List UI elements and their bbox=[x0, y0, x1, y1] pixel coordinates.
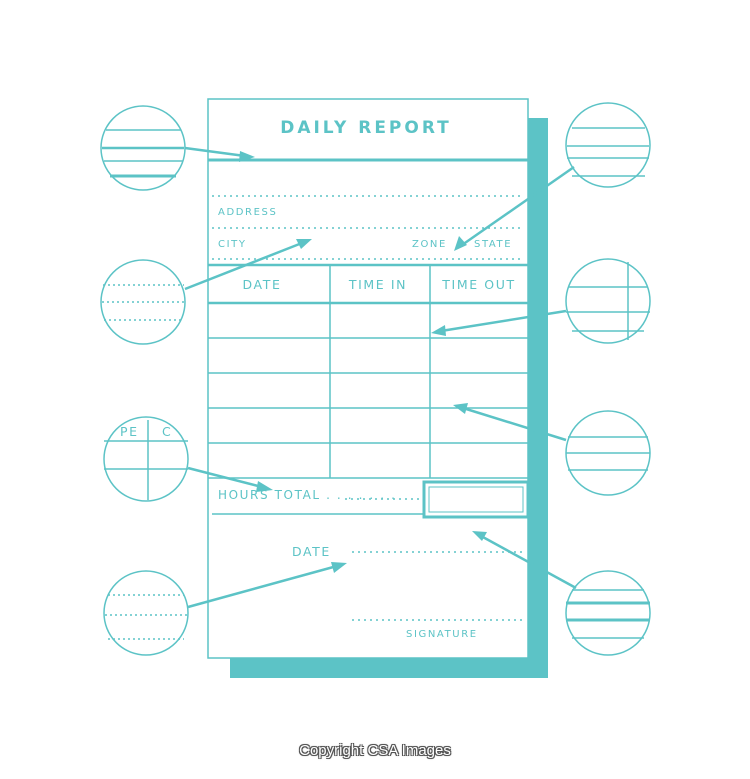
column-header-time-in: TIME IN bbox=[348, 277, 407, 292]
callout-fragment-text-2: C bbox=[162, 424, 172, 439]
address-label: ADDRESS bbox=[218, 207, 277, 218]
copyright-watermark: Copyright CSA Images bbox=[299, 742, 451, 759]
report-title: DAILY REPORT bbox=[280, 118, 452, 138]
callout-fragment-text-1: PE bbox=[120, 424, 139, 439]
callout-circle-table-corner bbox=[565, 258, 651, 344]
callout-circle-double-rule bbox=[565, 570, 651, 656]
pointer-arrows bbox=[184, 146, 577, 609]
callout-circle-column-fragment bbox=[103, 416, 189, 502]
city-label: CITY bbox=[218, 239, 247, 250]
report-card bbox=[207, 98, 529, 659]
dotted-rules bbox=[212, 195, 526, 621]
callout-circle-table-rows bbox=[565, 410, 651, 496]
signature-label: SIGNATURE bbox=[406, 629, 478, 640]
callout-circle-dotted-lines bbox=[103, 570, 189, 656]
hours-total-label: HOURS TOTAL . . . . . . . bbox=[218, 488, 397, 502]
arrow-heads bbox=[239, 151, 487, 573]
state-label: STATE bbox=[474, 239, 512, 250]
column-header-date: DATE bbox=[243, 277, 282, 292]
date-label: DATE bbox=[292, 544, 331, 559]
column-header-time-out: TIME OUT bbox=[441, 277, 515, 292]
callout-circle-ruled-lines bbox=[565, 102, 651, 188]
time-table bbox=[208, 263, 528, 479]
callout-circle-title-rule bbox=[100, 105, 186, 191]
hours-total-box bbox=[422, 480, 530, 519]
zone-label: ZONE bbox=[412, 239, 447, 250]
callout-circle-dotted-line bbox=[100, 259, 186, 345]
